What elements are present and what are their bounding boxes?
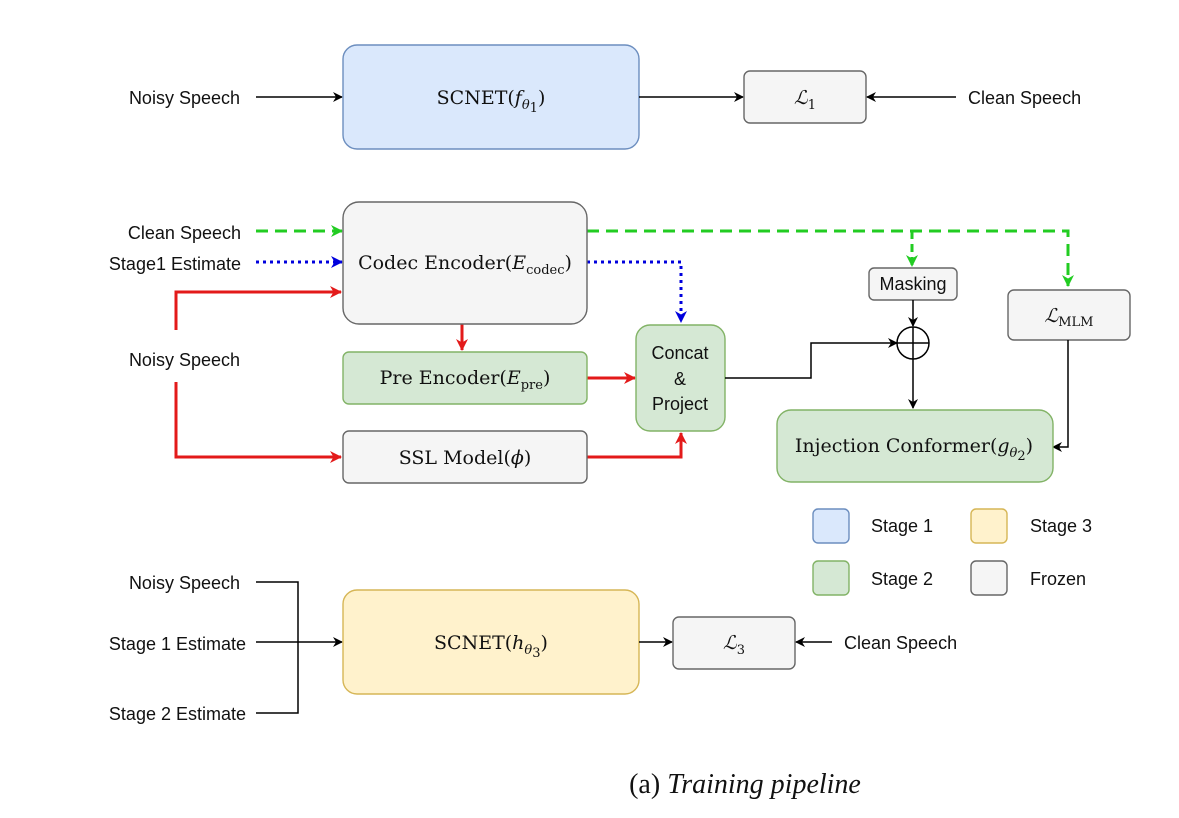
- estimate-to-concat-arrow: [587, 260, 687, 323]
- legend-stage3-swatch: [970, 508, 1008, 544]
- legend-stage2-label: Stage 2: [871, 569, 933, 589]
- stage2-noisy-label: Noisy Speech: [129, 350, 240, 370]
- mlm-loss-box: [1007, 289, 1131, 341]
- noisy-to-codec-arrow: [174, 286, 342, 330]
- legend-frozen-swatch: [970, 560, 1008, 596]
- concat-line3: Project: [652, 394, 708, 414]
- stage3-est2-label: Stage 2 Estimate: [109, 704, 246, 724]
- stage3-noisy-label: Noisy Speech: [129, 573, 240, 593]
- concat-line1: Concat: [651, 343, 708, 363]
- stage3-target-label: Clean Speech: [844, 633, 957, 653]
- injection-conformer-label: Injection Conformer(gθ2): [795, 435, 1033, 464]
- legend-stage1-label: Stage 1: [871, 516, 933, 536]
- concat-line2: &: [674, 369, 686, 389]
- concat-to-adder-arrow: [725, 338, 898, 379]
- mlm-loss-label: ℒMLM: [1045, 305, 1094, 330]
- stage3-noisy-line: [256, 581, 299, 714]
- stage1-target-label: Clean Speech: [968, 88, 1081, 108]
- pre-encoder-label: Pre Encoder(Epre): [380, 367, 551, 393]
- injection-conformer-box: [776, 409, 1054, 483]
- masking-label: Masking: [879, 274, 946, 294]
- codec-encoder-label: Codec Encoder(Ecodec): [358, 252, 572, 278]
- legend-stage3-label: Stage 3: [1030, 516, 1092, 536]
- legend-stage1-swatch: [812, 508, 850, 544]
- clean-to-mlm-arrow: [587, 229, 1074, 287]
- loss3-label: ℒ3: [723, 632, 745, 658]
- stage2-estimate-label: Stage1 Estimate: [109, 254, 241, 274]
- noisy-to-ssl-arrow: [174, 382, 342, 463]
- figure-caption: (a) Training pipeline: [629, 769, 861, 800]
- ssl-model-label: SSL Model(ϕ): [399, 447, 532, 469]
- stage1-input-label: Noisy Speech: [129, 88, 240, 108]
- pre-encoder-box: [342, 351, 588, 405]
- stage2-clean-label: Clean Speech: [128, 223, 241, 243]
- ssl-model-box: [342, 430, 588, 484]
- loss1-label: ℒ1: [794, 87, 816, 113]
- legend-frozen-label: Frozen: [1030, 569, 1086, 589]
- stage3-scnet-label: SCNET(hθ3): [434, 632, 548, 661]
- ssl-to-concat-arrow: [587, 432, 687, 459]
- legend-stage2-swatch: [812, 560, 850, 596]
- adder-icon: [896, 326, 930, 360]
- stage3-est1-label: Stage 1 Estimate: [109, 634, 246, 654]
- conformer-to-mlm-arrow: [1052, 340, 1069, 452]
- stage1-scnet-label: SCNET(fθ1): [437, 87, 546, 116]
- codec-encoder-box: [342, 201, 588, 325]
